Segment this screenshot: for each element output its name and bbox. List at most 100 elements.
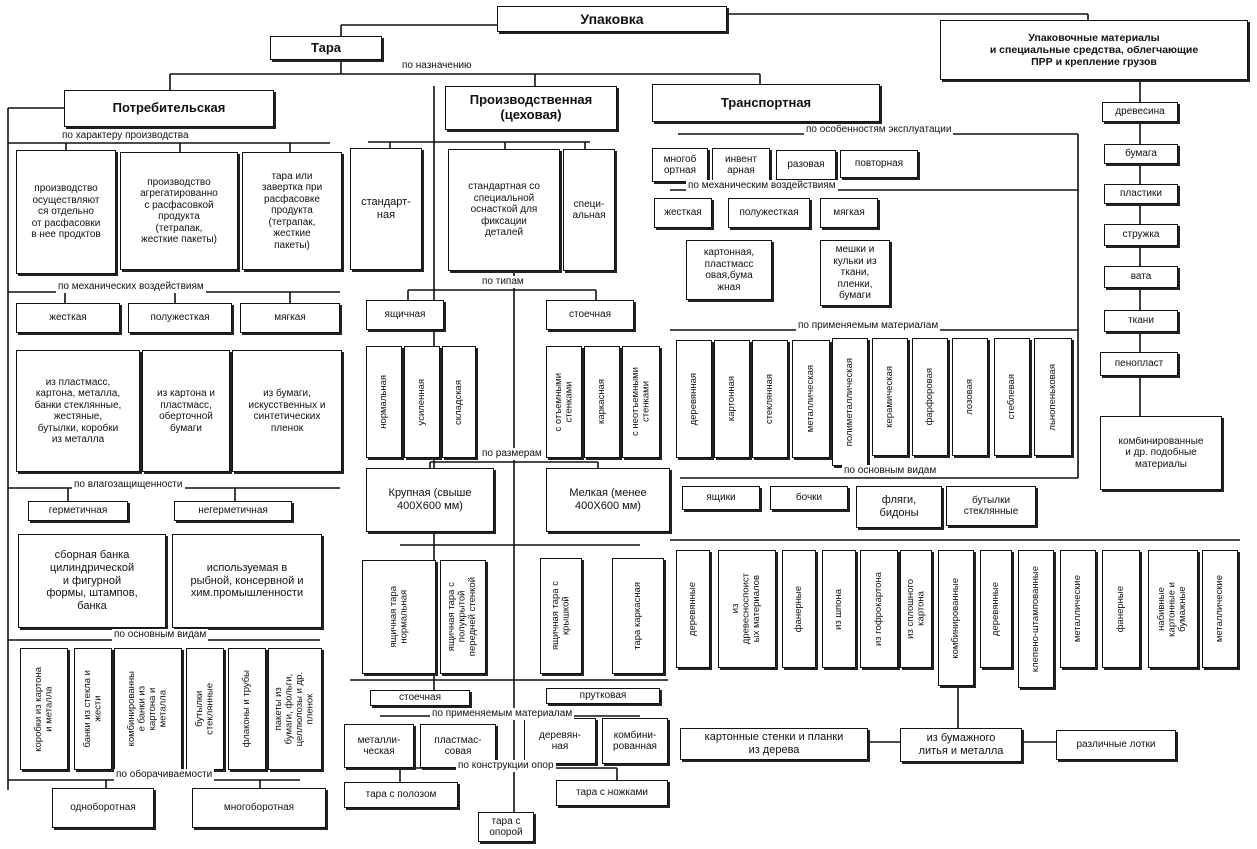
node-label: стоечная	[399, 692, 441, 704]
node-p-std: стандарт-ная	[350, 148, 422, 270]
node-t-k9: клепено-штампованные	[1018, 550, 1054, 688]
node-c-multi: многоборотная	[192, 788, 326, 828]
node-label: тара с ножками	[576, 787, 648, 799]
node-label: Транспортная	[720, 94, 812, 110]
node-label: повторная	[854, 158, 904, 170]
node-label: картонная	[725, 376, 737, 422]
node-consumer: Потребительская	[64, 90, 274, 127]
node-p-b2: усиленная	[404, 346, 440, 458]
node-transport: Транспортная	[652, 84, 880, 122]
node-label: жесткая	[49, 312, 87, 324]
node-t-barrels: бочки	[770, 486, 848, 510]
edge-label-by-types-t: по основным видам	[842, 465, 939, 477]
node-t-k10: металлические	[1060, 550, 1096, 668]
node-tara: Тара	[270, 36, 382, 60]
edge-label-by-mech-c: по механических воздействиям	[56, 281, 206, 293]
node-m4: стружка	[1104, 224, 1178, 246]
node-label: фанерные	[1114, 585, 1126, 633]
node-label: стеклянная	[763, 373, 775, 425]
node-c-herm: герметичная	[28, 501, 128, 521]
node-label: стоечная	[569, 309, 611, 321]
node-p-b3: складская	[442, 346, 476, 458]
node-label: негерметичная	[198, 505, 268, 517]
node-label: полужесткая	[739, 207, 799, 219]
node-t-k11: фанерные	[1102, 550, 1140, 668]
edge-label-by-prod: по характеру производства	[60, 130, 191, 142]
node-label: усиленная	[415, 378, 427, 426]
node-p-wood: деревян-ная	[524, 718, 596, 764]
node-t-m3: стеклянная	[752, 340, 788, 458]
node-label: пластики	[1120, 188, 1162, 200]
edge-label-by-mat-t: по применяемым материалам	[796, 320, 941, 332]
node-label: Упаковка	[580, 10, 644, 27]
node-label: специ-альная	[572, 198, 606, 222]
node-p-rack: стоечная	[546, 300, 634, 330]
node-t-soft: мягкая	[820, 198, 878, 228]
node-p-s4: тара каркасная	[612, 558, 664, 674]
node-label: ящики	[706, 492, 736, 504]
node-t-k3: фанерные	[782, 550, 816, 668]
node-t-boxes: ящики	[682, 486, 760, 510]
edge-label-by-mech-t: по механическим воздействиям	[686, 180, 838, 192]
node-label: пенопласт	[1114, 358, 1164, 370]
node-p-stoech: стоечная	[370, 690, 470, 706]
node-label: клепено-штампованные	[1029, 565, 1041, 673]
node-t-m8: лозовая	[952, 338, 988, 456]
node-t-rep: повторная	[840, 150, 918, 178]
node-c-t5: флаконы и трубы	[228, 648, 266, 770]
node-label: бочки	[795, 492, 823, 504]
node-label: каркасная	[595, 379, 607, 425]
edge-label-by-exploit: по особенностям эксплуатации	[804, 124, 954, 136]
node-m7: пенопласт	[1100, 352, 1178, 376]
node-label: стружка	[1122, 229, 1160, 241]
node-label: полиметаллическая	[843, 357, 855, 447]
node-t-m7: фарфоровая	[912, 338, 948, 456]
node-p-spec: специ-альная	[563, 149, 615, 271]
node-label: прутковая	[579, 690, 627, 702]
node-p-metal: металли-ческая	[344, 724, 414, 768]
node-label: многоборотная	[223, 802, 295, 814]
node-label: тара каркасная	[631, 582, 643, 650]
node-label: металлические	[1071, 575, 1083, 643]
edge-label-by-mat-p: по применяемым материалам	[430, 708, 575, 720]
edge-label-by-constr: по конструкции опор	[456, 760, 556, 772]
node-t-k1: деревянные	[676, 550, 710, 668]
node-m2: бумага	[1104, 144, 1178, 164]
